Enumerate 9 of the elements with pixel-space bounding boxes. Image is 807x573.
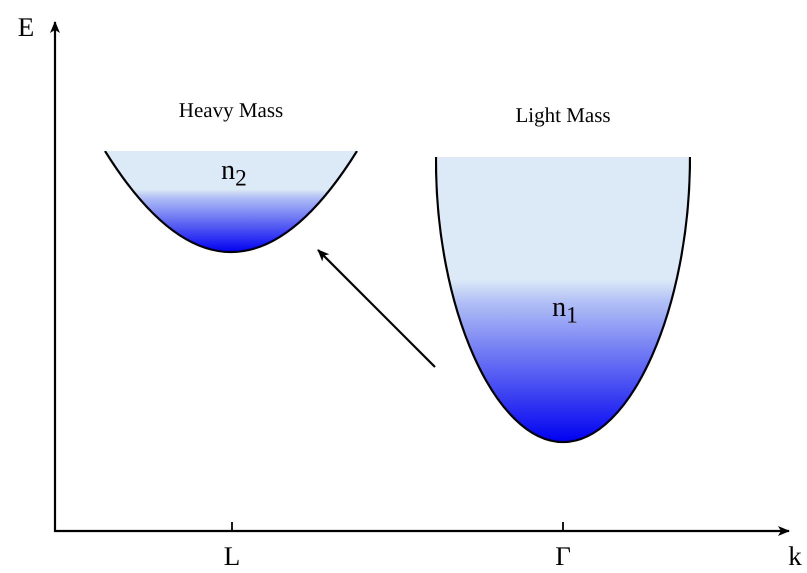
valley-heading: Heavy Mass bbox=[178, 98, 284, 123]
carrier-density-label: n$_{2}$ bbox=[221, 157, 247, 191]
valley-heading: Light Mass bbox=[515, 103, 611, 128]
arrow bbox=[317, 249, 436, 368]
carrier-density-label: n$_{1}$ bbox=[552, 294, 578, 328]
axis-label: E bbox=[18, 14, 34, 41]
tick-label: Γ bbox=[555, 543, 571, 570]
axis-label: k bbox=[788, 543, 802, 570]
tick-label: L bbox=[224, 543, 240, 570]
